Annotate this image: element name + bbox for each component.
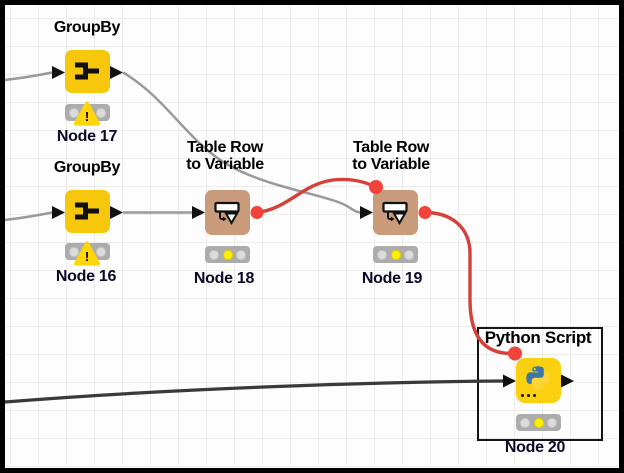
lamp-yellow-on [222, 249, 233, 260]
node-label-20: Node 20 [504, 439, 566, 456]
node-title-tablerow-19: Table Row to Variable [331, 139, 451, 173]
python-icon [526, 366, 550, 390]
node16-output-port[interactable] [110, 206, 123, 219]
title-line-1: Table Row [352, 139, 430, 156]
lamp-red-off [69, 246, 79, 257]
node20-output-port[interactable] [561, 374, 574, 388]
lamp-red-off [377, 249, 387, 260]
lamp-green-off [96, 246, 106, 257]
groupby-icon [75, 202, 99, 220]
lamp-green-off [236, 249, 246, 260]
connection-offcanvas-node20[interactable] [4, 379, 504, 404]
connection-node18-node19-flowvar[interactable] [256, 177, 373, 215]
groupby-icon [75, 62, 99, 80]
title-line-2: to Variable [186, 156, 264, 173]
node18-flowvar-output-port[interactable] [250, 206, 264, 219]
node-label-16: Node 16 [55, 268, 117, 285]
node-label-17: Node 17 [56, 128, 118, 145]
node17-input-port[interactable] [52, 66, 65, 79]
lamp-yellow-on [390, 249, 401, 260]
lamp-green-off [404, 249, 414, 260]
node17-output-port[interactable] [110, 66, 123, 79]
connection-node17-node19[interactable] [122, 71, 362, 214]
title-line-2: to Variable [352, 156, 430, 173]
node-title-groupby-17: GroupBy [53, 19, 121, 36]
node18-input-port[interactable] [192, 206, 205, 219]
lamp-green-off [96, 107, 106, 118]
table-row-to-variable-icon [382, 201, 408, 225]
node20-flowvar-input-port[interactable] [508, 346, 522, 361]
warning-triangle-icon: ! [73, 241, 101, 266]
connection-node19-node20-flowvar[interactable] [424, 210, 510, 356]
node20-input-port[interactable] [503, 374, 516, 388]
title-line-1: Table Row [186, 139, 264, 156]
node-label-19: Node 19 [361, 270, 423, 287]
node-label-18: Node 18 [193, 270, 255, 287]
lamp-green-off [547, 417, 557, 428]
selection-rectangle-node-20 [477, 327, 603, 441]
lamp-yellow-on [533, 417, 544, 428]
lamp-red-off [209, 249, 219, 260]
connection-offcanvas-node17[interactable] [4, 71, 53, 82]
node-title-tablerow-18: Table Row to Variable [165, 139, 285, 173]
traffic-light-node20 [516, 414, 561, 431]
traffic-light-node18 [205, 246, 250, 263]
warning-mark: ! [85, 109, 89, 124]
connection-offcanvas-node16[interactable] [4, 211, 53, 222]
node-title-groupby-16: GroupBy [53, 159, 121, 176]
node16-input-port[interactable] [52, 206, 65, 219]
node19-flowvar-input-port[interactable] [369, 180, 383, 194]
warning-mark: ! [85, 249, 89, 264]
warning-triangle-icon: ! [73, 101, 101, 126]
table-row-to-variable-icon [214, 201, 240, 225]
optional-ports-dots-icon [521, 394, 536, 397]
lamp-red-off [69, 107, 79, 118]
node19-input-port[interactable] [360, 206, 373, 219]
lamp-red-off [520, 417, 530, 428]
node-title-python-script: Python Script [484, 328, 592, 347]
node19-flowvar-output-port[interactable] [418, 206, 432, 219]
traffic-light-node19 [373, 246, 418, 263]
